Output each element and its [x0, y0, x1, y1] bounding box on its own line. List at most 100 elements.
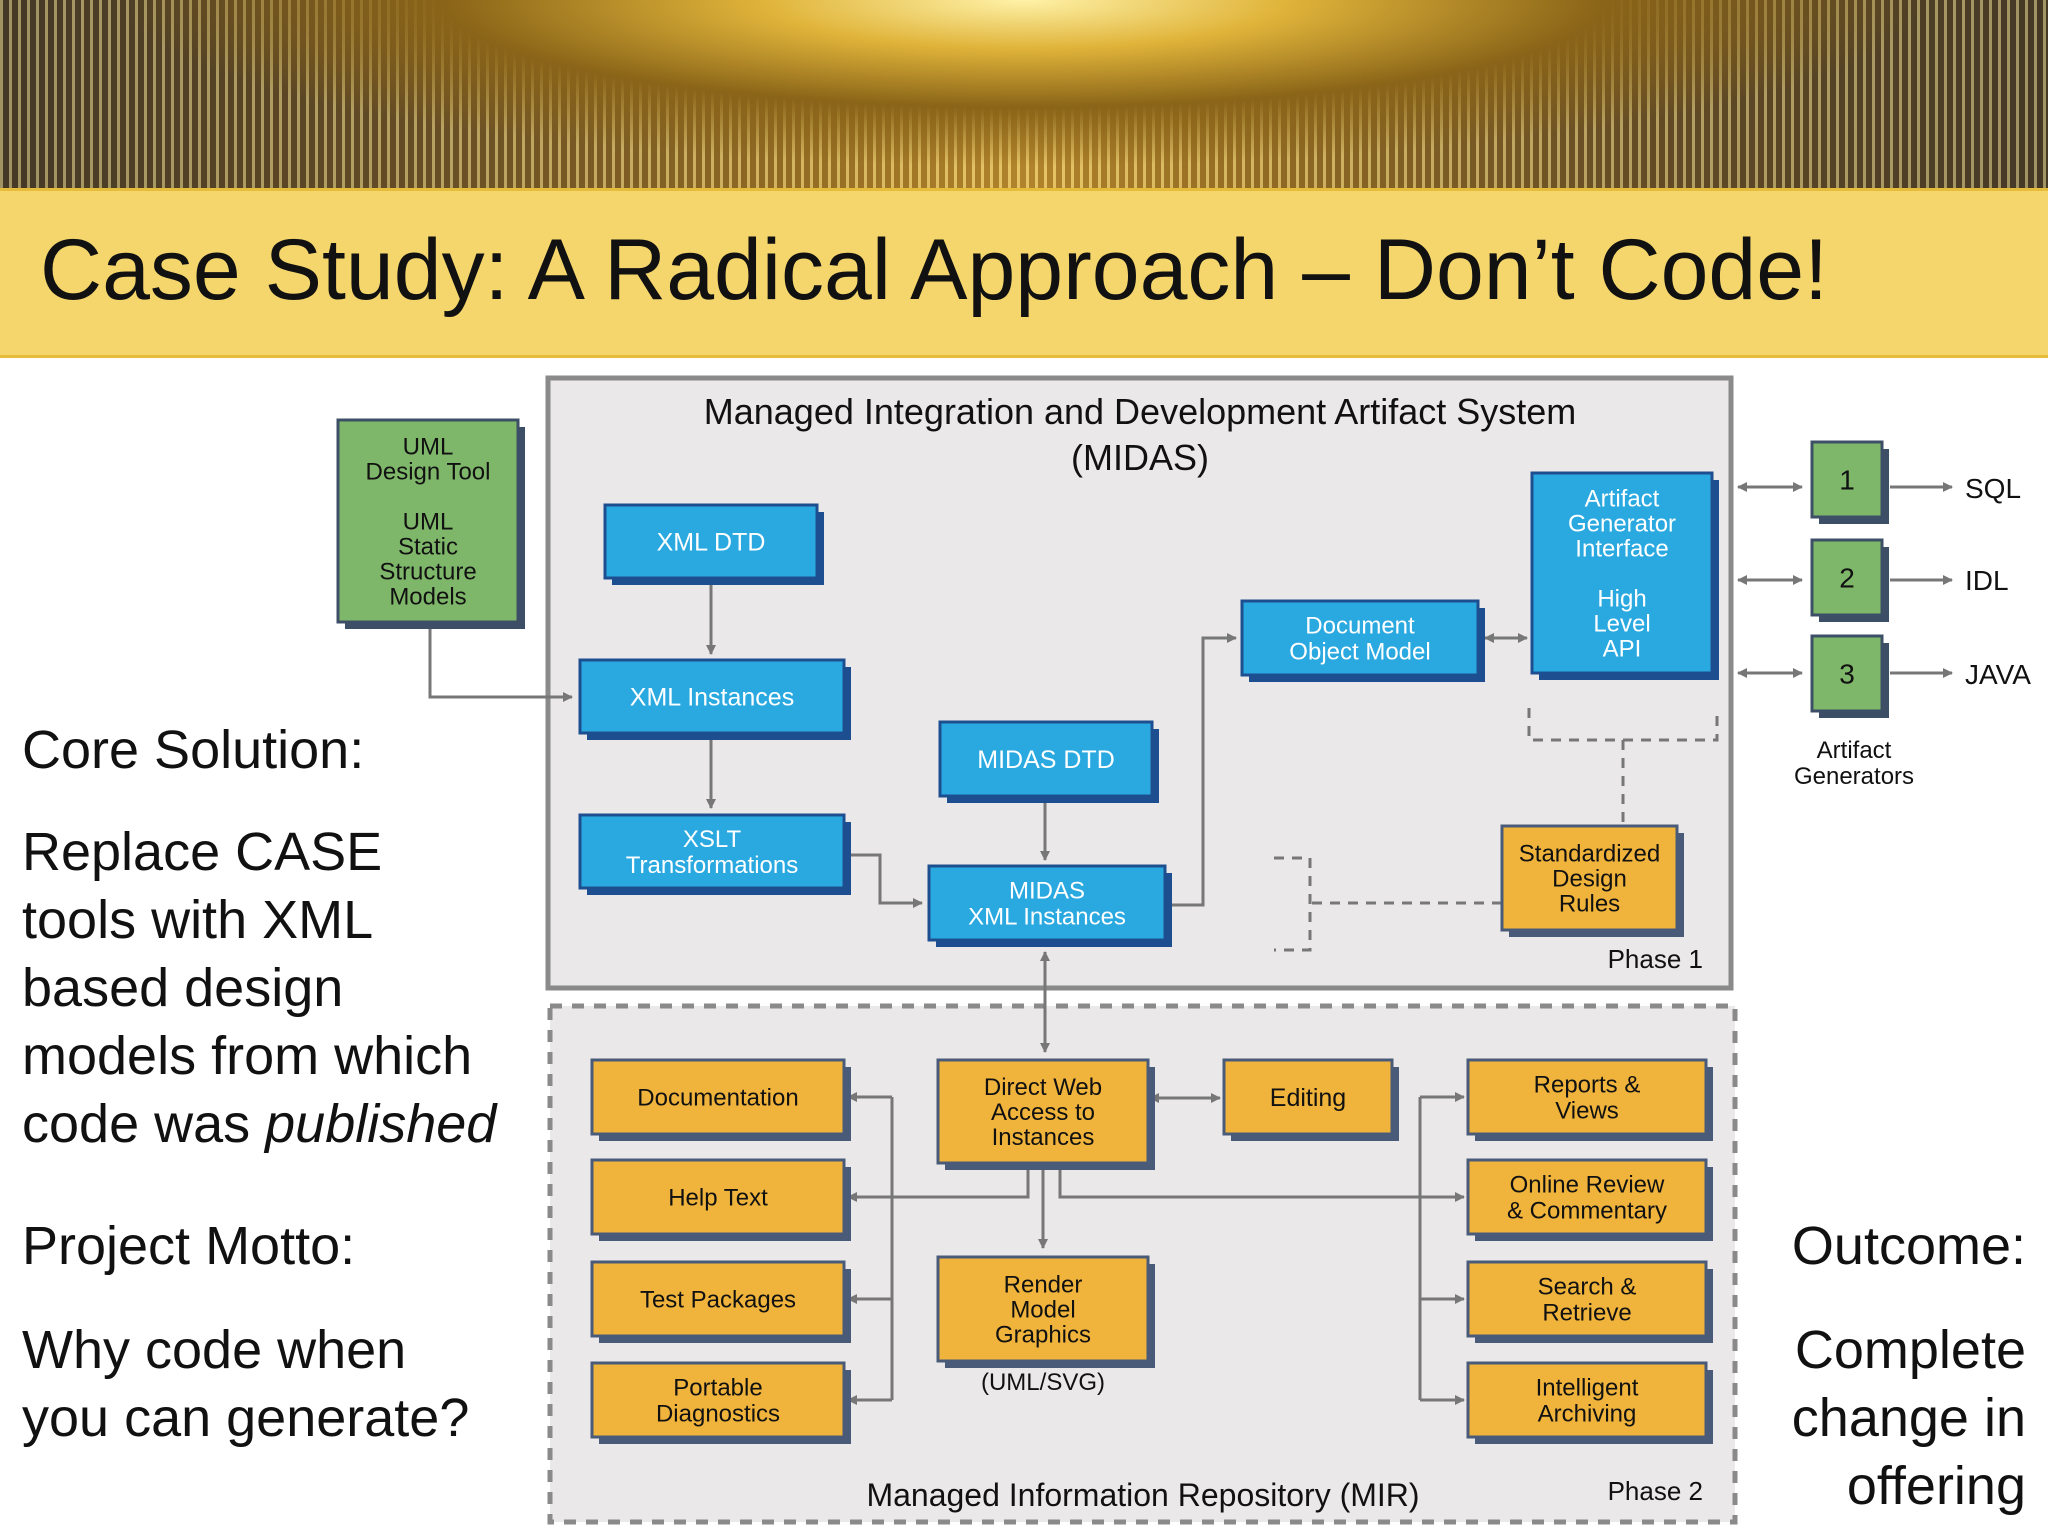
intelligent-archiving-box-label: Intelligent: [1536, 1374, 1639, 1401]
midas-dtd-box-rect: [938, 720, 1154, 798]
xml-dtd-box-label: XML DTD: [657, 528, 766, 556]
render-model-graphics-box-label: Graphics: [995, 1321, 1091, 1348]
motto-line: you can generate?: [22, 1388, 470, 1448]
render-model-graphics-box-rect: [936, 1255, 1150, 1363]
generator-1-box-label: 1: [1839, 464, 1855, 495]
xslt-transformations-box-label: XSLT: [683, 826, 742, 853]
help-text-box-label: Help Text: [668, 1184, 768, 1211]
search-retrieve-box-label: Search &: [1538, 1273, 1637, 1300]
editing-box-rect: [1222, 1058, 1394, 1136]
editing-box-label: Editing: [1270, 1084, 1346, 1112]
core-last-text: code was: [22, 1094, 266, 1154]
artifact-generator-interface-box-rect: [1530, 471, 1714, 675]
generator-output-sql: SQL: [1965, 473, 2021, 504]
standardized-design-rules-box-label: Rules: [1559, 890, 1620, 917]
core-solution-heading: Core Solution:: [22, 720, 365, 780]
search-retrieve-box-label: Retrieve: [1542, 1299, 1631, 1326]
direct-web-access-box-label: Instances: [992, 1124, 1095, 1151]
midas-dtd-box: MIDAS DTD: [938, 720, 1159, 803]
core-line: based design: [22, 958, 344, 1018]
standardized-design-rules-box-label: Standardized: [1519, 840, 1660, 867]
portable-diagnostics-box-label: Diagnostics: [656, 1400, 780, 1427]
portable-diagnostics-box-label: Portable: [673, 1374, 762, 1401]
documentation-box: Documentation: [590, 1058, 851, 1141]
test-packages-box-label: Test Packages: [640, 1286, 796, 1313]
midas-xml-instances-box-label: XML Instances: [968, 903, 1126, 930]
motto-body: Why code when you can generate?: [22, 1316, 469, 1452]
connector: [1058, 1168, 1420, 1199]
intelligent-archiving-box-label: Archiving: [1538, 1400, 1637, 1427]
generator-3-box: 3: [1810, 634, 1889, 718]
artifact-generator-interface-box-label: Interface: [1575, 535, 1668, 562]
artifact-generator-interface-box-label: Level: [1593, 610, 1650, 637]
intelligent-archiving-box-rect: [1466, 1361, 1708, 1439]
xslt-transformations-box-rect: [578, 813, 846, 890]
phase1-label: Phase 1: [1608, 944, 1703, 974]
uml-design-tool-box-label: Structure: [379, 558, 476, 585]
artifact-generator-interface-box-label: High: [1597, 585, 1646, 612]
documentation-box-label: Documentation: [637, 1084, 798, 1111]
core-line: tools with XML: [22, 890, 374, 950]
uml-design-tool-box-label: UML: [403, 433, 454, 460]
direct-web-access-box-label: Access to: [991, 1099, 1095, 1126]
documentation-box-rect: [590, 1058, 846, 1136]
artifact-generators-line2: Generators: [1794, 763, 1914, 790]
search-retrieve-box-rect: [1466, 1260, 1708, 1338]
help-text-box-rect: [590, 1158, 846, 1236]
dashed-link: [1274, 856, 1312, 952]
generator-output-java: JAVA: [1965, 659, 2031, 690]
render-caption: (UML/SVG): [981, 1369, 1105, 1396]
connector: [428, 615, 573, 702]
artifact-generator-interface-box-label: Artifact: [1585, 485, 1660, 512]
document-object-model-box-label: Document: [1305, 612, 1415, 639]
core-solution-body: Replace CASE tools with XML based design…: [22, 818, 496, 1158]
core-line: models from which: [22, 1026, 473, 1086]
xml-instances-box: XML Instances: [578, 658, 851, 740]
help-text-box: Help Text: [590, 1158, 851, 1241]
artifact-generators-line1: Artifact: [1817, 737, 1892, 764]
standardized-design-rules-box-label: Design: [1552, 865, 1627, 892]
reports-views-box-label: Reports &: [1534, 1071, 1641, 1098]
title-bar: [0, 188, 2048, 358]
phase2-label: Phase 2: [1608, 1476, 1703, 1506]
outcome-heading: Outcome:: [1791, 1216, 2026, 1276]
slide-title: Case Study: A Radical Approach – Don’t C…: [40, 222, 1828, 318]
connector: [846, 853, 923, 908]
generator-2-box: 2: [1810, 538, 1889, 622]
core-line: Replace CASE: [22, 822, 383, 882]
uml-design-tool-box-label: Models: [389, 583, 466, 610]
render-model-graphics-box-label: Model: [1010, 1296, 1075, 1323]
document-object-model-box-label: Object Model: [1289, 638, 1430, 665]
midas-xml-instances-box-rect: [927, 864, 1167, 942]
midas-title-line1: Managed Integration and Development Arti…: [704, 391, 1577, 432]
search-retrieve-box: Search &Retrieve: [1466, 1260, 1713, 1343]
midas-title-line2: (MIDAS): [1071, 437, 1209, 478]
editing-box: Editing: [1222, 1058, 1399, 1141]
outcome-line: offering: [1846, 1456, 2026, 1516]
document-object-model-box-rect: [1240, 599, 1480, 677]
outcome-line: Complete: [1794, 1320, 2026, 1380]
generator-1-box: 1: [1810, 440, 1889, 524]
outcome-body: Complete change in offering: [1792, 1316, 2026, 1520]
uml-design-tool-box-label: Design Tool: [366, 458, 491, 485]
motto-line: Why code when: [22, 1320, 407, 1380]
online-review-box-label: & Commentary: [1507, 1197, 1667, 1224]
xml-dtd-box: XML DTD: [603, 503, 824, 585]
generator-2-box-rect: [1810, 538, 1884, 617]
standardized-design-rules-box-rect: [1500, 824, 1679, 932]
mir-label: Managed Information Repository (MIR): [866, 1477, 1419, 1513]
rules-links: [1274, 708, 1719, 952]
reports-views-box-rect: [1466, 1058, 1708, 1136]
xml-dtd-box-rect: [603, 503, 819, 580]
core-italic-word: published: [265, 1094, 497, 1154]
xslt-transformations-box-label: Transformations: [626, 852, 799, 879]
connector: [1168, 633, 1237, 907]
online-review-box-rect: [1466, 1158, 1708, 1236]
